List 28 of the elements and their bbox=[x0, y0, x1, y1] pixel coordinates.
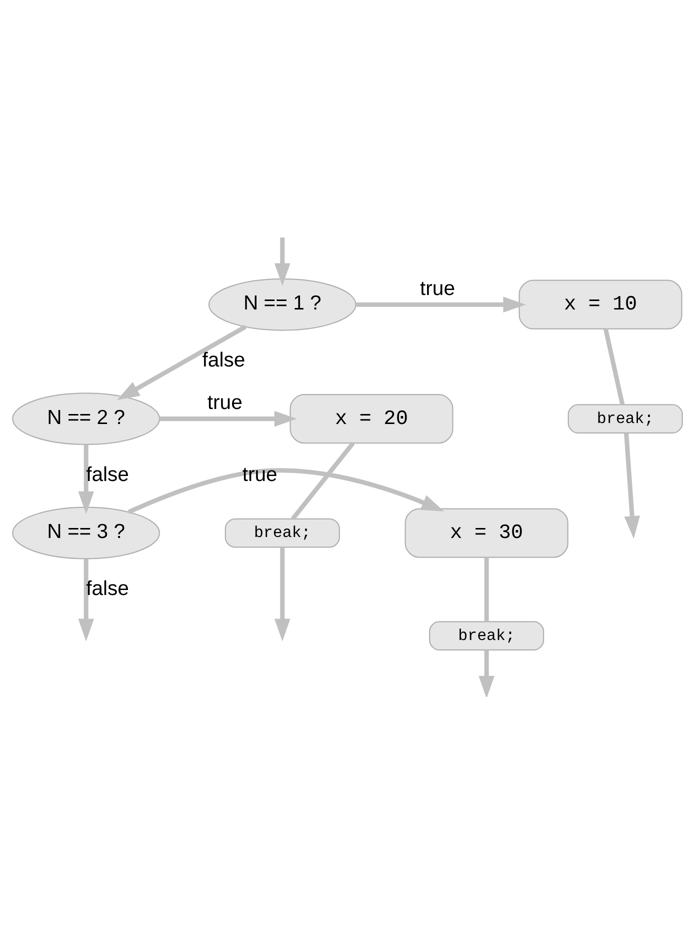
edge-label: false bbox=[202, 350, 246, 372]
node-box: x = 30 bbox=[404, 508, 568, 558]
node-ellipse: N == 1 ? bbox=[208, 278, 356, 331]
node-box: break; bbox=[224, 518, 340, 548]
node-ellipse: N == 2 ? bbox=[12, 392, 160, 446]
edge-label: true bbox=[420, 278, 456, 300]
node-box: break; bbox=[568, 404, 683, 434]
node-box: break; bbox=[429, 621, 544, 650]
arrow bbox=[160, 410, 298, 427]
connector bbox=[603, 328, 625, 406]
arrow bbox=[624, 433, 640, 539]
arrow bbox=[128, 468, 444, 514]
arrow bbox=[274, 238, 290, 286]
node-box: x = 10 bbox=[518, 280, 682, 330]
node-ellipse: N == 3 ? bbox=[12, 506, 160, 560]
arrow bbox=[478, 650, 494, 697]
edge-label: true bbox=[242, 464, 278, 486]
arrow bbox=[78, 559, 94, 642]
arrow bbox=[116, 324, 247, 400]
arrow bbox=[78, 444, 94, 514]
edge-label: true bbox=[207, 392, 242, 414]
edge-label: false bbox=[86, 578, 129, 600]
arrow bbox=[356, 296, 526, 312]
connector bbox=[484, 557, 489, 622]
arrow bbox=[274, 547, 290, 642]
connector bbox=[291, 442, 355, 520]
edge-label: false bbox=[86, 464, 129, 486]
node-box: x = 20 bbox=[290, 394, 454, 444]
